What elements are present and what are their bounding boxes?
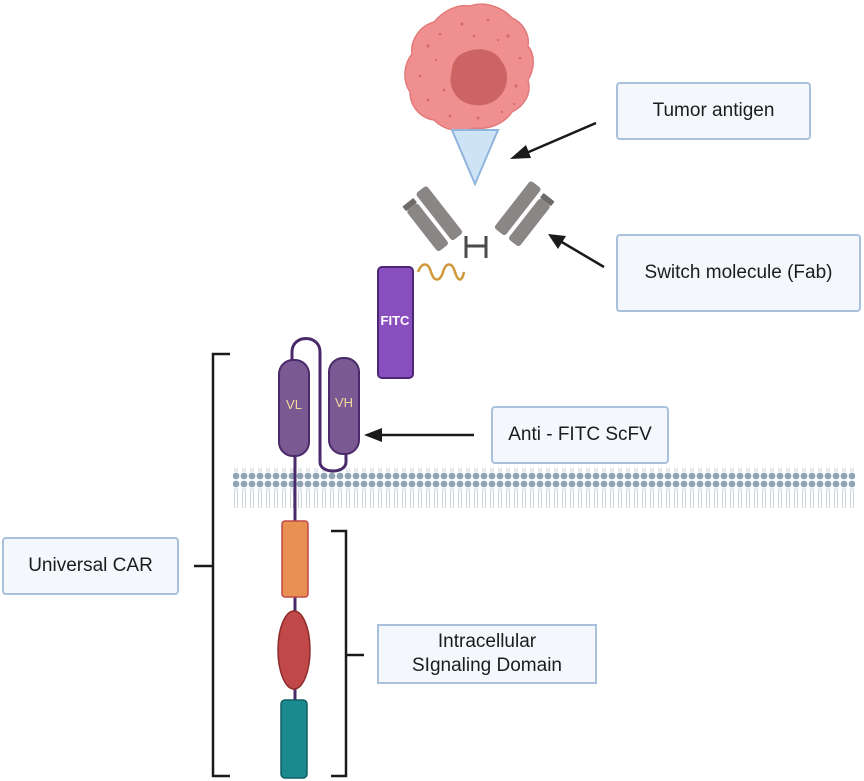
car-backbone <box>290 337 348 702</box>
arrow-anti-fitc-scfv <box>364 428 474 442</box>
teal-signaling-domain <box>280 699 308 779</box>
tumor-antigen-text: Tumor antigen <box>652 100 775 121</box>
orange-signaling-domain <box>281 520 309 598</box>
fab-left-arm <box>402 186 463 252</box>
fab-hinge <box>464 236 488 258</box>
fitc-domain <box>377 266 414 379</box>
red-signaling-domain <box>277 610 311 690</box>
tumor-cell-speckles <box>418 18 522 120</box>
fab-right-arm <box>494 181 555 247</box>
linker-wave <box>416 263 466 281</box>
vl-label: VL <box>286 397 302 412</box>
arrows <box>364 121 605 442</box>
tumor-antigen-label: Tumor antigen <box>616 82 811 140</box>
cell-membrane <box>233 468 855 508</box>
switch-molecule-label: Switch molecule (Fab) <box>616 234 861 312</box>
intracellular-text-line2: SIgnaling Domain <box>412 655 562 676</box>
switch-molecule-text: Switch molecule (Fab) <box>644 262 833 283</box>
brackets <box>194 352 364 778</box>
universal-car-bracket <box>211 352 230 778</box>
arrow-switch-molecule <box>548 234 605 269</box>
intracellular-bracket <box>331 529 348 778</box>
tumor-nucleus <box>450 49 508 106</box>
universal-car-label: Universal CAR <box>2 537 179 595</box>
fitc-label: FITC <box>381 313 410 328</box>
vh-domain <box>328 357 360 455</box>
anti-fitc-scfv-label: Anti - FITC ScFV <box>491 406 669 464</box>
anti-fitc-scfv-text: Anti - FITC ScFV <box>508 424 652 445</box>
arrow-tumor-antigen <box>510 121 597 159</box>
vh-label: VH <box>335 395 353 410</box>
tumor-cell <box>404 3 534 132</box>
intracellular-signaling-label: Intracellular SIgnaling Domain <box>377 624 597 684</box>
fab-switch-molecule <box>402 181 555 258</box>
tumor-antigen-shape <box>450 129 500 187</box>
universal-car-text: Universal CAR <box>28 555 153 576</box>
intracellular-text-line1: Intracellular <box>437 631 537 652</box>
vl-domain <box>278 359 310 457</box>
